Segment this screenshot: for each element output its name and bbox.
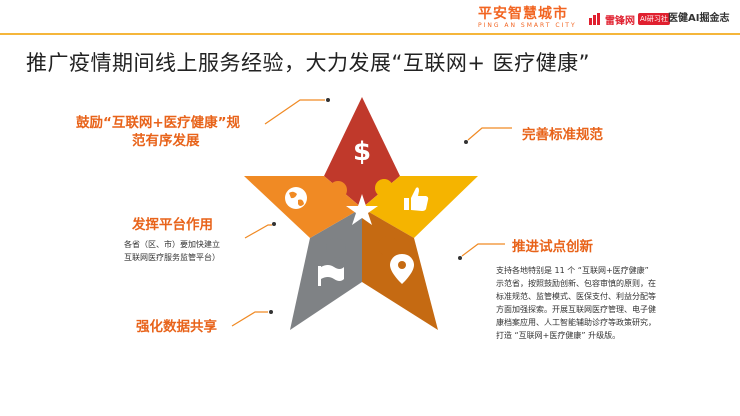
- desc-right-line: 康档案应用、人工智能辅助诊疗等政策研究，: [496, 318, 656, 327]
- label-top-left-line1: 鼓励“互联网+医疗健康”规: [76, 115, 241, 131]
- brand-main-text: 平安智慧城市: [478, 6, 568, 22]
- ping-an-smart-city-logo: 平安智慧城市 PING AN SMART CITY: [478, 6, 582, 29]
- desc-right: 支持各地特别是 11 个 “互联网+医疗健康” 示范省，按照鼓励创新、包容审慎的…: [496, 264, 696, 342]
- desc-right-line: 支持各地特别是 11 个 “互联网+医疗健康”: [496, 266, 649, 275]
- desc-right-line: 示范省，按照鼓励创新、包容审慎的原则，在: [496, 279, 656, 288]
- label-bottom-left: 强化数据共享: [136, 319, 217, 335]
- desc-left: 各省（区、市）要加快建立 互联网医疗服务监管平台）: [124, 238, 254, 264]
- leiphone-logo-icon: [589, 13, 600, 25]
- thumbs-up-icon: [404, 187, 429, 211]
- label-top-right: 完善标准规范: [522, 127, 603, 143]
- brand-third-text: 医健AI掘金志: [668, 13, 730, 24]
- brand-partner-text: 雷锋网: [605, 15, 635, 27]
- desc-left-line: 互联网医疗服务监管平台）: [124, 253, 220, 262]
- dollar-icon: $: [353, 137, 371, 167]
- connector-line-left: [244, 222, 276, 239]
- label-right: 推进试点创新: [512, 239, 593, 255]
- map-pin-icon: [390, 254, 414, 284]
- desc-right-line: 打造 “互联网+医疗健康” 升级版。: [496, 331, 621, 340]
- puzzle-knob: [375, 179, 393, 197]
- connector-line-top-left: [264, 98, 330, 125]
- page-title: 推广疫情期间线上服务经验，大力发展“互联网+ 医疗健康”: [26, 51, 591, 75]
- leiphone-logo: 雷锋网 AI研习社: [588, 8, 670, 30]
- puzzle-knob: [329, 181, 347, 199]
- desc-right-line: 标准规范、监管模式、医保支付、利益分配等: [496, 292, 656, 301]
- desc-right-line: 方面加强探索。开展互联网医疗管理、电子健: [496, 305, 656, 314]
- header-divider: [0, 33, 740, 35]
- brand-sub-text: PING AN SMART CITY: [478, 22, 577, 29]
- label-top-left: 鼓励“互联网+医疗健康”规 范有序发展: [76, 114, 276, 150]
- flag-icon: [318, 265, 344, 286]
- label-top-left-line2: 范有序发展: [132, 133, 200, 149]
- svg-text:$: $: [353, 137, 371, 167]
- puzzle-knob: [326, 238, 346, 258]
- center-star: [346, 194, 378, 225]
- connector-line-top-right: [464, 127, 512, 144]
- connector-line-right: [458, 243, 505, 260]
- puzzle-knob: [378, 236, 398, 256]
- desc-left-line: 各省（区、市）要加快建立: [124, 240, 220, 249]
- globe-icon: [285, 187, 307, 209]
- label-left: 发挥平台作用: [132, 217, 213, 233]
- brand-partner-tag: AI研习社: [638, 13, 670, 25]
- connector-line-bottom-left: [231, 310, 273, 327]
